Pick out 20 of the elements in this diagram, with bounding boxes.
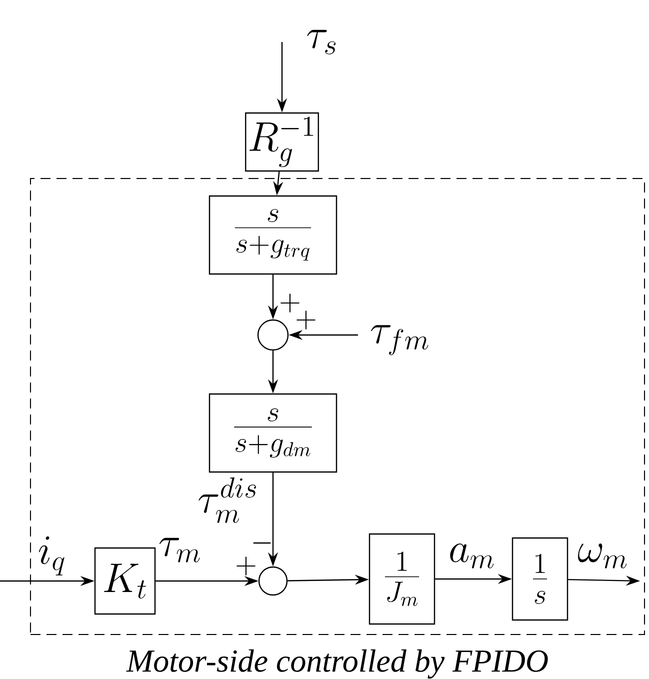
signal-label: $\omega_m$ [578,544,627,568]
summing-junction [257,319,289,351]
signal-label: $a_m$ [450,544,494,568]
signal-label: $\tau_s$ [307,30,336,54]
block-box: $\frac{s}{s+g_{dm}}$ [208,393,338,473]
block-box: $\frac{1}{s}$ [512,537,568,621]
block-box: $R_g^{-1}$ [245,112,319,172]
signal-label: $i_q$ [38,536,64,576]
block-box: $\frac{s}{s+g_{trq}}$ [208,195,338,275]
sign: $+$ [296,310,316,330]
block-box: $K_t$ [94,547,156,615]
summing-junction [258,566,288,596]
signal-label: $\tau_m$ [159,538,200,562]
sign: $+$ [236,556,256,576]
block-box: $\frac{1}{J_m}$ [368,533,436,625]
boundary-label: Motor-side controlled by FPIDO [126,649,548,678]
sign: $-$ [253,542,271,544]
signal-label: $\tau_{fm}$ [370,325,428,356]
signal-label: $\tau_m^{dis}$ [198,477,256,523]
sign: $+$ [280,294,300,312]
